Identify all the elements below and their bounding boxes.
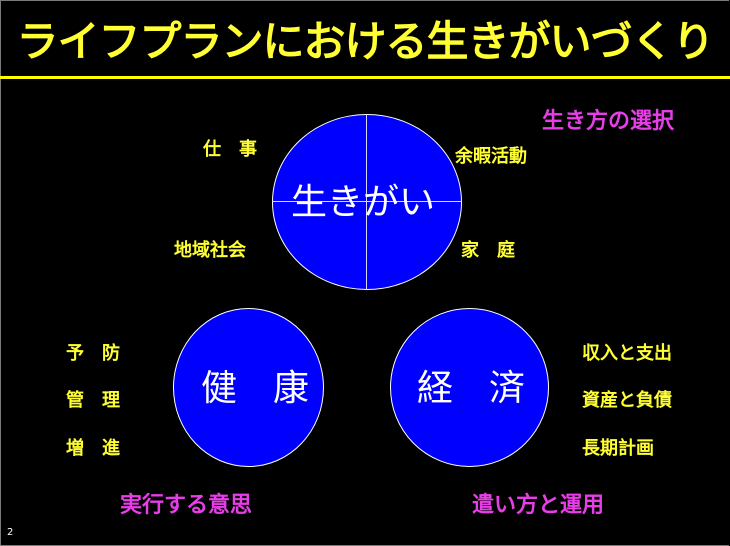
economy-item-assets: 資産と負債 bbox=[582, 390, 672, 411]
economy-circle bbox=[390, 308, 549, 467]
health-item-management: 管 理 bbox=[66, 390, 120, 411]
caption-will-to-act: 実行する意思 bbox=[120, 493, 253, 518]
caption-way-of-life: 生き方の選択 bbox=[542, 109, 675, 134]
ikigai-label: 生きがい bbox=[291, 182, 436, 223]
ikigai-horizontal-divider bbox=[272, 201, 462, 202]
health-item-promotion: 増 進 bbox=[66, 438, 120, 459]
title-divider bbox=[0, 76, 730, 79]
ikigai-circle bbox=[272, 114, 462, 290]
ikigai-vertical-divider bbox=[366, 114, 367, 290]
slide-title: ライフプランにおける生きがいづくり bbox=[16, 17, 714, 66]
economy-item-income: 収入と支出 bbox=[582, 343, 672, 364]
health-item-prevention: 予 防 bbox=[66, 343, 120, 364]
label-community: 地域社会 bbox=[174, 240, 246, 261]
health-label: 健 康 bbox=[201, 368, 310, 409]
economy-item-plan: 長期計画 bbox=[582, 438, 654, 459]
label-family: 家 庭 bbox=[461, 240, 515, 261]
label-work: 仕 事 bbox=[203, 139, 257, 160]
caption-spending-investing: 遣い方と運用 bbox=[472, 493, 605, 518]
economy-label: 経 済 bbox=[417, 368, 526, 409]
label-leisure: 余暇活動 bbox=[455, 146, 527, 167]
health-circle bbox=[173, 308, 324, 467]
page-number: 2 bbox=[7, 527, 14, 538]
